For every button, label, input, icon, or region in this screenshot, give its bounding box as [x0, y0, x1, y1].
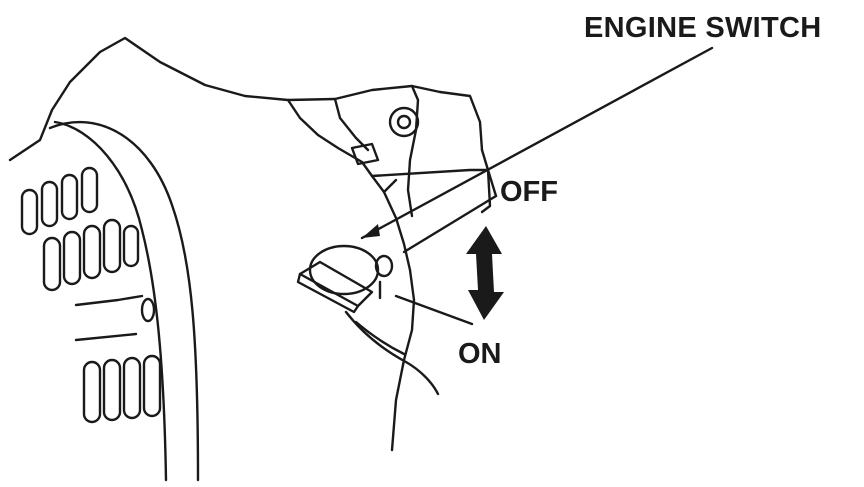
- on-leader: [394, 294, 474, 326]
- cover-bolt: [140, 297, 156, 323]
- off-leader: [402, 194, 498, 254]
- leader-arrowhead: [362, 224, 380, 238]
- switch-pivot: [374, 254, 394, 278]
- cover-rib: [74, 294, 144, 307]
- engine-switch-leader: [360, 46, 714, 240]
- vent-slots-bottom: [82, 354, 162, 424]
- switch-knob-body: [308, 244, 380, 296]
- vent-slots-top: [20, 166, 99, 236]
- engine-switch-label: ENGINE SWITCH: [584, 12, 822, 44]
- switch-lever: [298, 260, 374, 308]
- vent-slots-middle: [42, 218, 140, 292]
- on-label: ON: [458, 338, 502, 370]
- control-bracket: [286, 98, 416, 452]
- direction-arrow-icon: [466, 226, 504, 320]
- switch-wire: [344, 310, 440, 396]
- fan-cover-outer: [48, 120, 200, 482]
- mounting-bolt: [388, 106, 420, 138]
- fan-cover-inner: [53, 120, 168, 482]
- off-label: OFF: [500, 176, 558, 208]
- housing-top-edge: [8, 36, 442, 162]
